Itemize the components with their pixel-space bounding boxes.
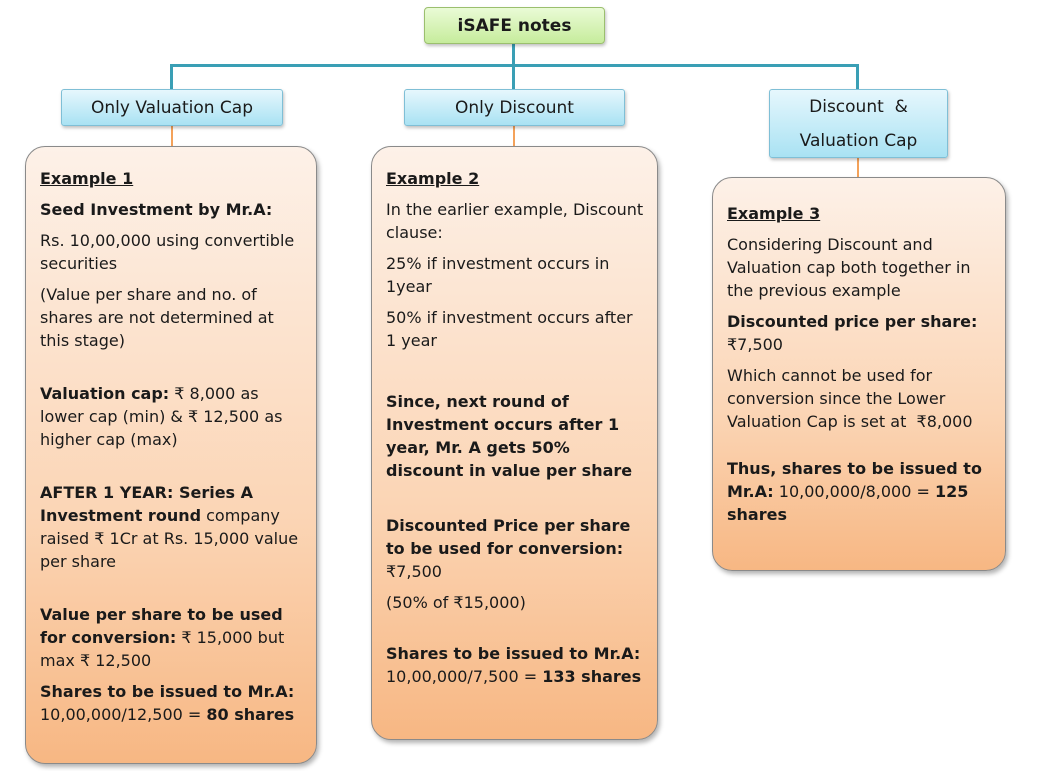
category-valuation-cap: Only Valuation Cap bbox=[61, 89, 283, 126]
example-3-card: Example 3 Considering Discount and Valua… bbox=[712, 177, 1006, 571]
example-2-intro: In the earlier example, Discount clause: bbox=[386, 200, 644, 242]
example-2-discounted-price: Discounted Price per share to be used fo… bbox=[386, 516, 631, 581]
example-1-value-per-share: Value per share to be used for conversio… bbox=[40, 605, 285, 670]
category-both-label-line1: Discount & bbox=[809, 96, 908, 117]
example-3-shares: Thus, shares to be issued to Mr.A: 10,00… bbox=[727, 459, 982, 524]
example-2-line2: 50% if investment occurs after 1 year bbox=[386, 308, 633, 350]
discount-connector bbox=[512, 64, 515, 89]
category-discount-label: Only Discount bbox=[455, 97, 574, 118]
category-valuation-cap-label: Only Valuation Cap bbox=[90, 97, 254, 118]
example-1-shares: Shares to be issued to Mr.A:10,00,000/12… bbox=[40, 682, 295, 724]
example-2-card: Example 2 In the earlier example, Discou… bbox=[371, 146, 658, 740]
example-2-line1: 25% if investment occurs in 1year bbox=[386, 254, 610, 296]
example-1-seed-amount: Rs. 10,00,000 using convertible securiti… bbox=[40, 231, 295, 273]
both-connector bbox=[856, 64, 859, 89]
root-node: iSAFE notes bbox=[424, 7, 605, 44]
example-3-intro: Considering Discount and Valuation cap b… bbox=[727, 235, 971, 300]
discount-stub bbox=[513, 125, 515, 146]
both-stub bbox=[857, 157, 859, 177]
category-both-label-line2: Valuation Cap bbox=[799, 130, 918, 151]
example-1-after-year: AFTER 1 YEAR: Series A Investment round … bbox=[40, 483, 299, 571]
example-1-seed-note: (Value per share and no. of shares are n… bbox=[40, 285, 274, 350]
example-1-heading: Example 1 bbox=[40, 169, 134, 188]
example-1-card: Example 1 Seed Investment by Mr.A: Rs. 1… bbox=[25, 146, 317, 764]
example-2-heading: Example 2 bbox=[386, 169, 480, 188]
example-3-heading: Example 3 bbox=[727, 204, 821, 223]
category-discount-and-cap: Discount & Valuation Cap bbox=[769, 89, 948, 158]
example-1-valuation-cap: Valuation cap: ₹ 8,000 as lower cap (min… bbox=[40, 384, 283, 449]
example-2-shares: Shares to be issued to Mr.A:10,00,000/7,… bbox=[386, 644, 642, 686]
cap-stub bbox=[171, 125, 173, 146]
category-discount: Only Discount bbox=[404, 89, 625, 126]
example-3-discounted-price: Discounted price per share:₹7,500 bbox=[727, 312, 978, 354]
cap-connector bbox=[170, 64, 173, 89]
root-label: iSAFE notes bbox=[457, 15, 572, 36]
example-3-note: Which cannot be used for conversion sinc… bbox=[727, 366, 973, 431]
example-2-discount-note: (50% of ₹15,000) bbox=[386, 593, 526, 612]
example-1-seed-title: Seed Investment by Mr.A: bbox=[40, 200, 273, 219]
example-2-since: Since, next round of Investment occurs a… bbox=[386, 392, 633, 480]
root-connector bbox=[512, 42, 515, 66]
